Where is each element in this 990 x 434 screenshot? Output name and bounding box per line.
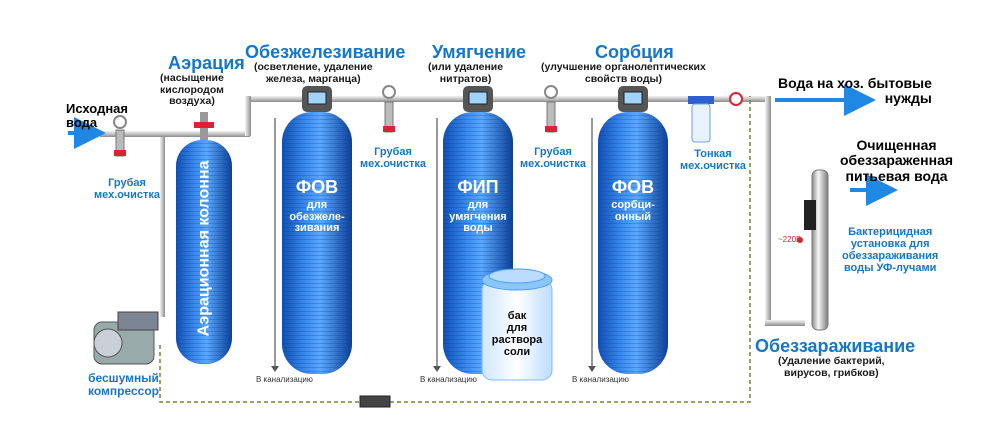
drain-lines (274, 118, 593, 368)
softening-sub: (или удаление нитратов) (428, 61, 504, 85)
sorption-sub: (улучшение органолептических свойств вод… (541, 61, 706, 85)
tank-fov-deiron (282, 86, 352, 374)
uv-unit (797, 169, 829, 331)
meter-icon (729, 92, 743, 106)
aeration-column-label: Аэрационная колонна (195, 160, 213, 337)
purified-water-label: Очищенная обеззараженная питьевая вода (840, 137, 954, 184)
salt-tank-label: бак для раствора соли (491, 310, 543, 359)
tank-fov-sorption (598, 86, 668, 374)
softening-title: Умягчение (432, 42, 527, 62)
salt-tank (481, 268, 553, 381)
fov2-sub: сорбци- онный (611, 199, 655, 223)
disinfection-sub: (Удаление бактерий, вирусов, грибков) (778, 355, 885, 379)
fine-filter (688, 96, 714, 143)
deiron-title: Обезжелезивание (245, 42, 406, 62)
aeration-column (176, 112, 232, 364)
coarse-filter-3 (544, 85, 558, 133)
sorption-title: Сорбция (595, 42, 674, 62)
drain-label-1: В канализацию (256, 375, 313, 384)
fov1-title: ФОВ (295, 177, 339, 197)
drain-label-2: В канализацию (420, 375, 477, 384)
uv-unit-label: Бактерицидная установка для обеззаражива… (842, 226, 939, 275)
voltage-label: ~220В (778, 235, 802, 244)
main-pipe (100, 96, 805, 326)
household-water-label: Вода на хоз. бытовые нужды (778, 75, 932, 107)
aeration-title: Аэрация (168, 53, 245, 73)
control-cable (159, 96, 751, 403)
coarse-filter-label-1: Грубая мех.очистка (94, 177, 161, 202)
compressor (93, 311, 159, 365)
coarse-filter-label-2: Грубая мех.очистка (360, 146, 427, 171)
coarse-filter-label-3: Грубая мех.очистка (520, 146, 587, 171)
deiron-sub: (осветление, удаление железа, марганца) (254, 61, 373, 85)
compressor-label: бесшумный компрессор (88, 371, 159, 399)
source-water-label: Исходная вода (66, 101, 128, 131)
controller-box (359, 395, 391, 408)
fine-filter-label: Тонкая мех.очистка (680, 148, 747, 173)
fov2-title: ФОВ (611, 177, 655, 197)
disinfection-title: Обеззараживание (755, 336, 916, 356)
aeration-sub: (насыщение кислородом воздуха) (160, 72, 224, 108)
coarse-filter-1 (113, 115, 127, 157)
fip-title: ФИП (457, 177, 499, 197)
coarse-filter-2 (382, 85, 396, 133)
drain-arrows (271, 366, 596, 372)
fov1-sub: для обезжеле- зивания (289, 199, 345, 235)
fip-sub: для умягчения воды (449, 199, 507, 235)
drain-label-3: В канализацию (572, 375, 629, 384)
